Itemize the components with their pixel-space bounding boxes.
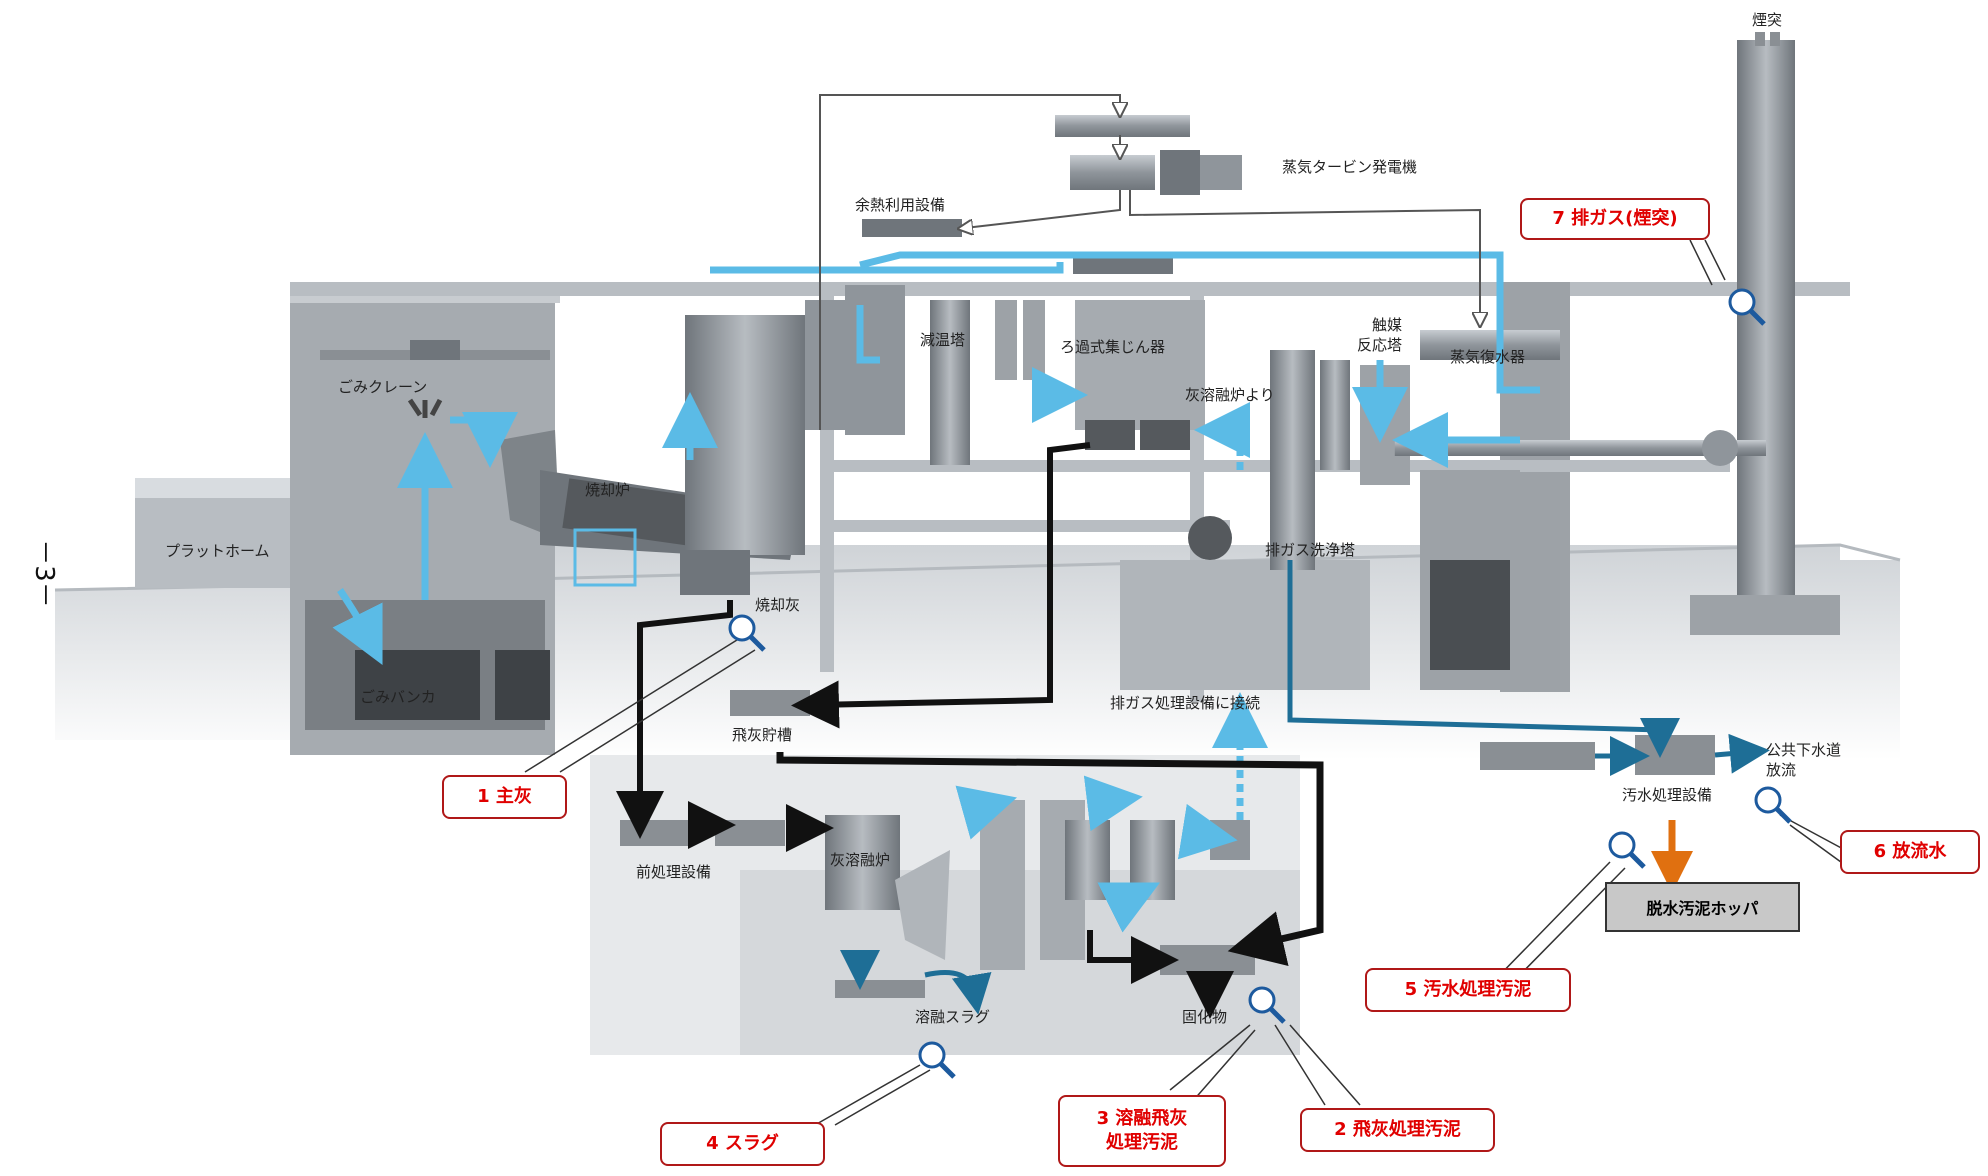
solidified-label: 固化物 (1182, 1008, 1227, 1026)
pretreatment-label: 前処理設備 (636, 863, 711, 881)
sewage-treatment-label: 汚水処理設備 (1622, 786, 1712, 804)
bag-filter-label: ろ過式集じん器 (1060, 338, 1165, 356)
garbage-crane-label: ごみクレーン (338, 378, 427, 396)
public-sewer-label-1: 公共下水道 (1766, 741, 1841, 759)
catalyst-tower-label-2: 反応塔 (1357, 336, 1402, 354)
fly-ash-tank-label: 飛灰貯槽 (732, 726, 792, 744)
ash-melter-label: 灰溶融炉 (830, 851, 890, 869)
magnifier-icon[interactable] (1756, 788, 1790, 822)
callout-wastewater-sludge[interactable]: 5 汚水処理汚泥 (1365, 968, 1571, 1012)
chimney-label: 煙突 (1752, 11, 1782, 29)
callout-fly-ash-sludge[interactable]: 2 飛灰処理汚泥 (1300, 1108, 1495, 1152)
magnifier-icon[interactable] (1610, 833, 1644, 867)
from-ash-melter-label: 灰溶融炉より (1185, 386, 1275, 404)
condenser-label: 蒸気復水器 (1450, 348, 1525, 366)
connect-to-gas-label: 排ガス処理設備に接続 (1110, 694, 1260, 712)
waste-heat-label: 余熱利用設備 (855, 196, 945, 214)
molten-slag-label: 溶融スラグ (915, 1008, 990, 1026)
callout-slag[interactable]: 4 スラグ (660, 1122, 825, 1166)
steam-turbine-label: 蒸気タービン発電機 (1282, 158, 1417, 176)
public-sewer-label-2: 放流 (1766, 761, 1796, 779)
gas-scrubber-label: 排ガス洗浄塔 (1265, 541, 1355, 559)
garbage-bunker-label: ごみバンカ (360, 688, 436, 706)
callout-molten-fly-ash-sludge[interactable]: 3 溶融飛灰 処理汚泥 (1058, 1095, 1226, 1167)
callout-main-ash[interactable]: 1 主灰 (442, 775, 567, 819)
steam-turbine (862, 115, 1242, 274)
platform-label: プラットホーム (165, 542, 270, 560)
incineration-ash-label: 焼却灰 (755, 596, 800, 614)
callout-discharge-water[interactable]: 6 放流水 (1840, 830, 1980, 874)
catalyst-tower-label-1: 触媒 (1372, 316, 1402, 334)
incinerator-label: 焼却炉 (585, 481, 630, 499)
callout-exhaust-gas[interactable]: 7 排ガス(煙突) (1520, 198, 1710, 240)
cooling-tower-label: 減温塔 (920, 331, 965, 349)
dewatered-sludge-hopper: 脱水汚泥ホッパ (1605, 882, 1800, 932)
